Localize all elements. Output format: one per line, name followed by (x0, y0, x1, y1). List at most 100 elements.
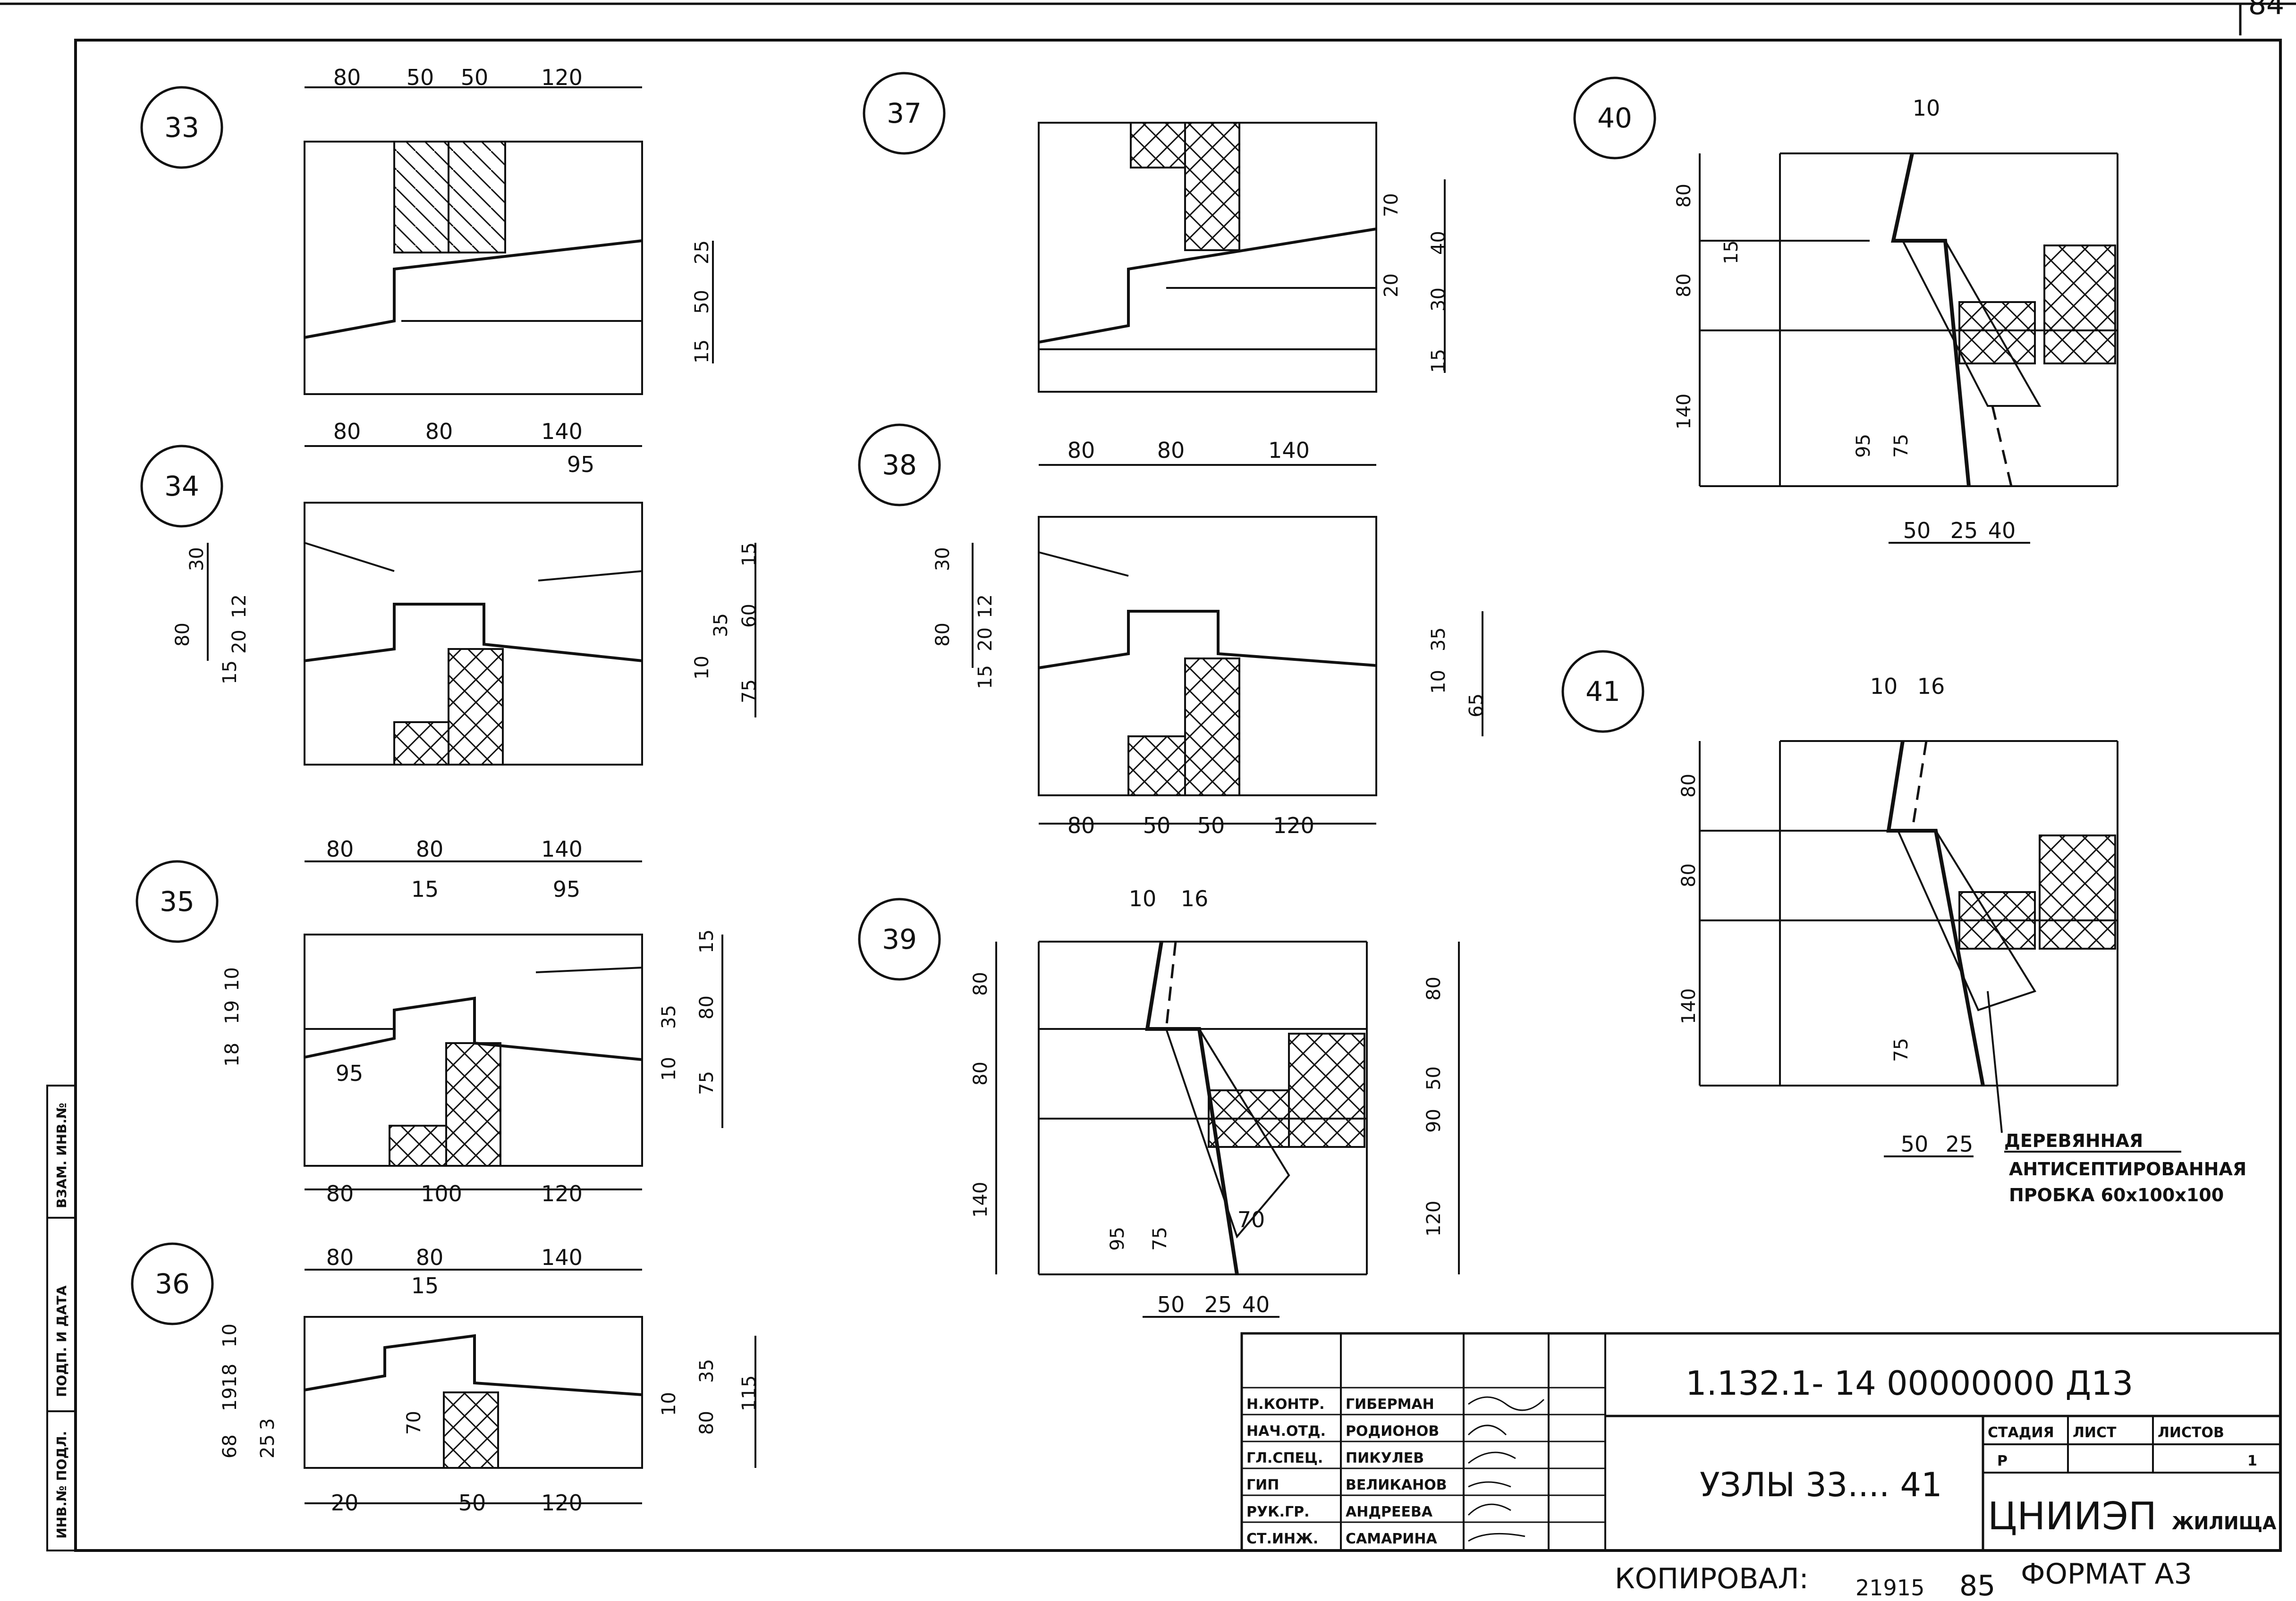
dim-label: 115 (738, 1375, 760, 1411)
dim-label: 140 (541, 836, 583, 862)
name-label: АНДРЕЕВА (1346, 1504, 1433, 1520)
dim-label: 18 (221, 1043, 243, 1067)
dim-label: 75 (696, 1071, 718, 1095)
dim-label: 10 (1913, 95, 1940, 121)
dim-label: 35 (1428, 627, 1449, 651)
dim-label: 20 (1381, 273, 1402, 297)
title-block: Н.КОНТР. НАЧ.ОТД. ГЛ.СПЕЦ. ГИП РУК.ГР. С… (1240, 1332, 2282, 1552)
name-label: ПИКУЛЕВ (1346, 1450, 1424, 1466)
dim-label: 80 (1423, 977, 1445, 1001)
drawing-code: 1.132.1- 14 00000000 Д13 (1686, 1364, 2133, 1403)
sheet-number: 84 (2248, 0, 2284, 21)
detail-number: 40 (1597, 102, 1632, 134)
dim-label: 140 (1673, 394, 1695, 430)
dim-label: 95 (567, 452, 595, 477)
stage-value: Р (1997, 1453, 2008, 1469)
dim-label: 75 (1890, 434, 1912, 458)
dim-label: 15 (219, 660, 241, 684)
dim-label: 15 (411, 876, 439, 902)
dim-label: 40 (1242, 1292, 1270, 1317)
format-label: ФОРМАТ А3 (2021, 1558, 2192, 1591)
dim-label: 80 (970, 972, 991, 996)
dim-label: 20 (331, 1490, 359, 1516)
role-label: ГИП (1246, 1477, 1279, 1493)
dim-label: 15 (738, 542, 760, 566)
dim-label: 80 (416, 836, 444, 862)
dim-label: 95 (1107, 1227, 1128, 1251)
role-label: РУК.ГР. (1246, 1504, 1310, 1520)
stage-label: СТАДИЯ (1988, 1424, 2054, 1441)
detail-37: 37 70 40 20 30 15 (863, 72, 1449, 393)
dim-label: 19 (221, 1000, 243, 1024)
dim-label: 80 (1678, 863, 1700, 887)
dim-label: 20 (229, 630, 250, 654)
dim-label: 50 (461, 65, 489, 90)
dim-label: 30 (932, 547, 954, 571)
role-label: ГЛ.СПЕЦ. (1246, 1450, 1323, 1466)
dim-label: 50 (691, 290, 713, 314)
dim-label: 10 (219, 1323, 241, 1348)
dim-label: 10 (658, 1392, 680, 1416)
detail-number-circle (140, 445, 223, 528)
detail-number: 34 (164, 470, 199, 502)
sheets-value: 1 (2247, 1453, 2257, 1469)
organization: ЦНИИЭП (1988, 1494, 2157, 1538)
dim-label: 16 (1917, 674, 1945, 699)
footer: КОПИРОВАЛ: 21915 85 ФОРМАТ А3 (1615, 1558, 2192, 1601)
dim-label: 95 (1853, 434, 1874, 458)
dim-label: 80 (932, 623, 954, 647)
dim-label: 25 (1946, 1131, 1974, 1157)
dim-label: 35 (658, 1005, 680, 1029)
detail-number: 39 (882, 923, 917, 955)
dim-label: 140 (541, 419, 583, 444)
dim-label: 68 (219, 1434, 241, 1458)
main-frame (74, 39, 2282, 1552)
dim-label: 80 (970, 1062, 991, 1086)
dim-label: 18 (219, 1364, 241, 1388)
dim-label: 75 (1149, 1227, 1171, 1251)
dim-label: 120 (541, 1181, 583, 1206)
copy-number: 21915 (1855, 1575, 1924, 1601)
detail-number: 41 (1585, 675, 1620, 708)
dim-label: 10 (221, 967, 243, 991)
dim-label: 70 (403, 1411, 425, 1435)
dim-label: 15 (691, 339, 713, 363)
dim-label: 40 (1988, 518, 2016, 543)
side-strip: ИНВ.№ ПОДЛ. ПОДП. И ДАТА ВЗАМ. ИНВ.№ (46, 1085, 76, 1551)
dim-label: 80 (326, 1181, 354, 1206)
detail-36: 36 80 80 140 15 10 18 19 68 25 3 70 35 1… (131, 1242, 760, 1516)
dim-label: 25 (257, 1434, 279, 1458)
dim-label: 100 (421, 1181, 462, 1206)
dim-label: 80 (1673, 184, 1695, 208)
dim-label: 12 (974, 594, 996, 618)
dim-label: 50 (1157, 1292, 1185, 1317)
detail-number-circle (863, 72, 946, 155)
dim-label: 50 (1143, 813, 1171, 838)
detail-number: 37 (887, 97, 922, 129)
dim-label: 60 (738, 604, 760, 628)
dim-label: 80 (1068, 438, 1095, 463)
dim-label: 95 (553, 876, 581, 902)
dim-label: 75 (1890, 1038, 1912, 1062)
copied-label: КОПИРОВАЛ: (1615, 1562, 1809, 1595)
dim-label: 70 (1237, 1207, 1265, 1232)
plug-note: ДЕРЕВЯННАЯ АНТИСЕПТИРОВАННАЯ ПРОБКА 60x1… (2004, 1130, 2246, 1205)
dim-label: 30 (1428, 287, 1449, 312)
dim-label: 120 (541, 1490, 583, 1516)
detail-number: 36 (155, 1268, 190, 1300)
copy-year: 85 (1959, 1569, 1995, 1601)
detail-number-circle (140, 86, 223, 169)
dim-label: 35 (696, 1359, 718, 1383)
dim-label: 25 (691, 240, 713, 264)
organization-suffix: ЖИЛИЩА (2172, 1513, 2277, 1534)
name-label: ГИБЕРМАН (1346, 1396, 1434, 1413)
dim-label: 80 (1068, 813, 1095, 838)
dim-label: 75 (738, 679, 760, 703)
dim-label: 12 (229, 594, 250, 618)
dim-label: 80 (1678, 774, 1700, 798)
detail-number-circle (136, 860, 219, 943)
dim-label: 15 (696, 929, 718, 953)
dim-label: 16 (1181, 886, 1209, 911)
note-line-1: ДЕРЕВЯННАЯ (2004, 1130, 2143, 1151)
role-label: НАЧ.ОТД. (1246, 1423, 1326, 1440)
